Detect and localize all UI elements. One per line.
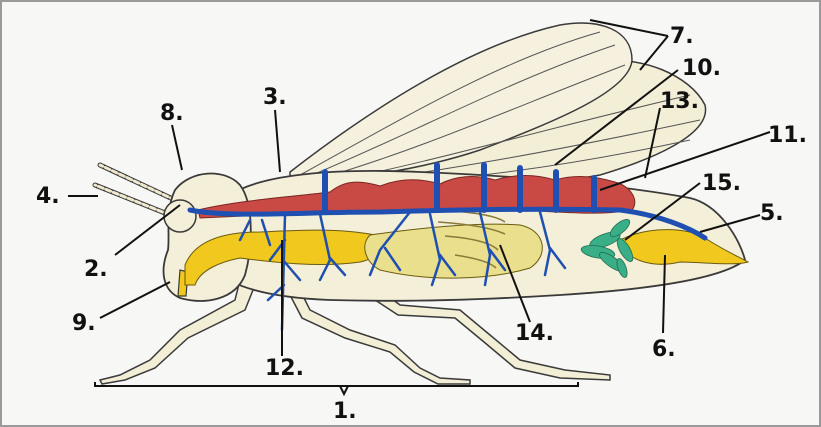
label-2: 2. — [84, 257, 108, 282]
label-15: 15. — [702, 171, 741, 196]
label-14: 14. — [515, 321, 554, 346]
label-7: 7. — [670, 24, 694, 49]
label-11: 11. — [768, 123, 807, 148]
label-1: 1. — [333, 399, 357, 424]
label-9: 9. — [72, 311, 96, 336]
label-5: 5. — [760, 201, 784, 226]
label-4: 4. — [36, 184, 60, 209]
eye — [164, 200, 196, 232]
midgut — [365, 224, 543, 278]
label-6: 6. — [652, 337, 676, 362]
label-3: 3. — [263, 85, 287, 110]
label-10: 10. — [682, 56, 721, 81]
label-8: 8. — [160, 101, 184, 126]
label-12: 12. — [265, 356, 304, 381]
label-13: 13. — [660, 89, 699, 114]
